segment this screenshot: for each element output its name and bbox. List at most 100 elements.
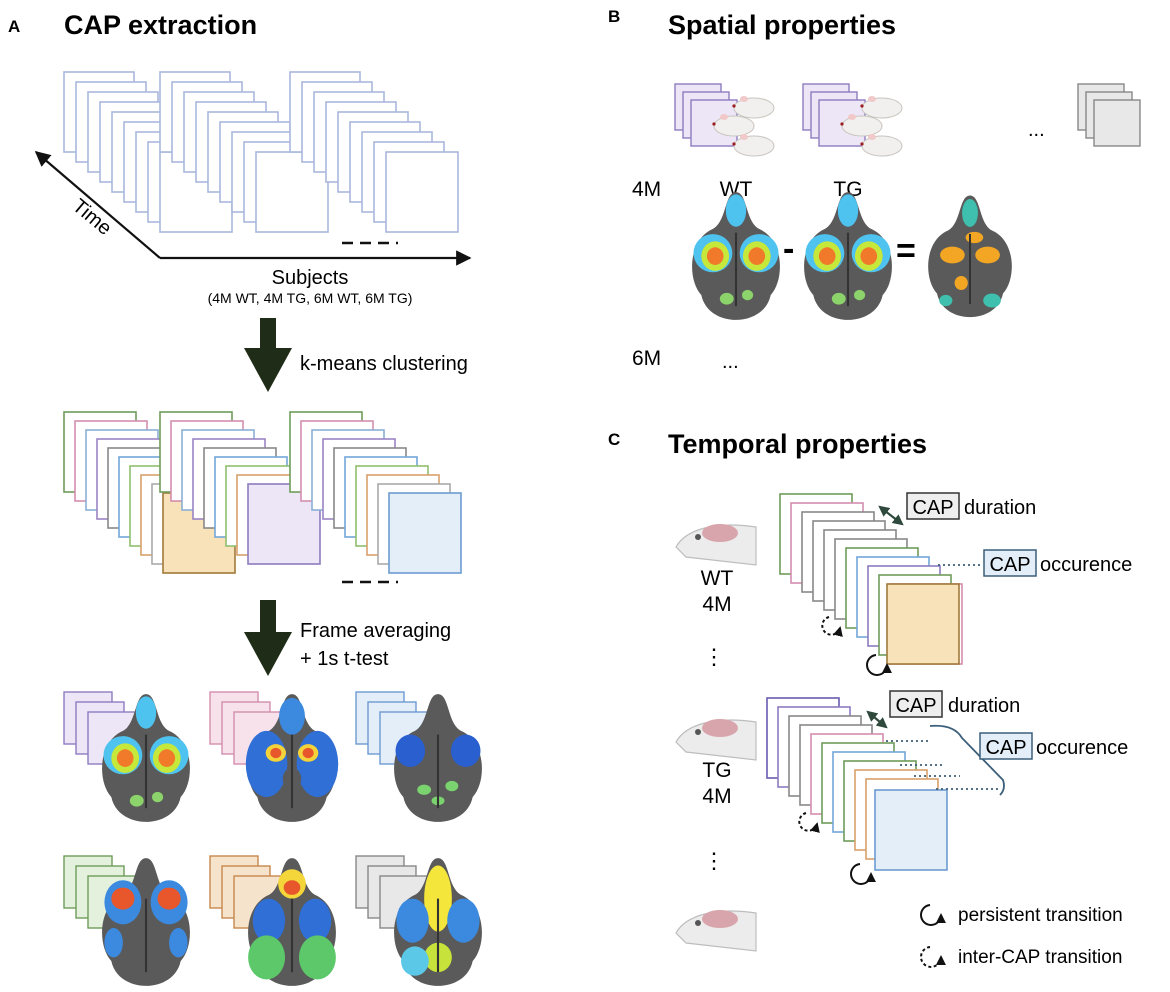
- activation-blob: [245, 730, 288, 798]
- activation-blob: [169, 928, 188, 958]
- wt-cap-duration-cap: CAP: [912, 497, 953, 519]
- brain-overlay: [702, 910, 738, 928]
- activation-blob: [975, 246, 1000, 264]
- rat-eye: [732, 142, 736, 146]
- mouse-eye: [695, 729, 701, 735]
- activation-blob: [962, 199, 978, 227]
- tg-persistent-transition-loop: [850, 863, 876, 885]
- time-axis-arrow: [34, 150, 161, 259]
- legend-persistent-label: persistent transition: [958, 905, 1123, 926]
- down-arrow-1: [244, 318, 292, 392]
- rat-eye: [712, 122, 716, 126]
- mouse-icons: [675, 524, 757, 952]
- activation-blob: [939, 294, 953, 307]
- cap-brain-map: [245, 694, 339, 822]
- panel-c-title: Temporal properties: [668, 429, 927, 459]
- tg-duration-arrow: [866, 710, 888, 729]
- group-tg-label: TG: [833, 178, 862, 201]
- tg-inter-transition-loop: [798, 812, 820, 834]
- activation-blob: [111, 887, 135, 910]
- wt-inter-transition-loop: [821, 616, 843, 638]
- wt-cap-duration-box: [906, 492, 960, 520]
- tg-occurence-leaders: [886, 740, 1000, 790]
- rat-ear: [720, 114, 728, 120]
- mouse-head-icon: [675, 719, 757, 761]
- tg-cap-duration-cap: CAP: [895, 695, 936, 717]
- wt-persistent-transition-loop: [866, 654, 892, 676]
- activation-blob: [401, 946, 429, 976]
- cap-brain-map: [102, 694, 190, 822]
- tg-cap-duration-box: [889, 690, 943, 718]
- tg-age-label: 4M: [702, 785, 731, 808]
- activation-blob: [296, 730, 339, 798]
- panel-a-title: CAP extraction: [64, 10, 257, 40]
- activation-blob: [298, 935, 336, 980]
- cap-brain-map: [394, 858, 482, 986]
- vdots-1: ⋮: [703, 644, 725, 669]
- activation-blob: [135, 696, 157, 729]
- equals-sign: =: [896, 232, 916, 270]
- activation-blob: [742, 289, 754, 301]
- legend-inter-label: inter-CAP transition: [958, 947, 1122, 968]
- subjects-detail-label: (4M WT, 4M TG, 6M WT, 6M TG): [208, 290, 413, 306]
- tg-group-label: TG: [702, 759, 731, 782]
- activation-blob: [417, 784, 432, 795]
- rat-icon: [860, 96, 903, 119]
- rat-ear: [868, 134, 876, 140]
- spatial-brain-maps: [692, 192, 1012, 320]
- rat-ear: [740, 134, 748, 140]
- down-arrow-2: [244, 600, 292, 676]
- activation-blob: [818, 247, 836, 265]
- spatial-ellipsis: ...: [1028, 119, 1045, 141]
- wt-cap-occurence-box: [983, 549, 1037, 577]
- rat-icon: [732, 96, 775, 119]
- tg-cap-frame: [874, 789, 948, 871]
- rat-body: [861, 97, 903, 119]
- step-averaging-label: Frame averaging: [300, 620, 451, 642]
- rat-ear: [868, 96, 876, 102]
- mouse-head-icon: [675, 524, 757, 566]
- rat-eye: [860, 104, 864, 108]
- frame-stacks: [63, 71, 459, 233]
- tg-cap-occurence-cap: CAP: [985, 737, 1026, 759]
- activation-blob: [158, 749, 176, 767]
- rat-body: [733, 135, 775, 157]
- frame-icon: [1093, 99, 1141, 147]
- activation-blob: [860, 247, 878, 265]
- rat-icon: [732, 134, 775, 157]
- activation-blob: [104, 928, 123, 958]
- wt-age-label: 4M: [702, 593, 731, 616]
- rat-ear: [740, 96, 748, 102]
- rat-icon: [860, 134, 903, 157]
- mouse-head-icon: [675, 910, 757, 952]
- activation-blob: [837, 194, 859, 227]
- rat-eye: [732, 104, 736, 108]
- rat-body: [713, 115, 755, 137]
- row-6m-label: 6M: [632, 347, 661, 370]
- rat-body: [841, 115, 883, 137]
- cap-frame-stacks: [63, 411, 462, 574]
- activation-blob: [447, 898, 480, 943]
- activation-blob: [157, 887, 181, 910]
- activation-blob: [248, 935, 286, 980]
- rat-ear: [848, 114, 856, 120]
- minus-sign: -: [783, 230, 794, 268]
- cap-brain-map: [102, 858, 190, 986]
- activation-blob: [152, 791, 164, 803]
- panel-b-title: Spatial properties: [668, 10, 896, 40]
- activation-blob: [302, 747, 314, 759]
- activation-blob: [983, 293, 1001, 308]
- wt-duration-label: duration: [964, 497, 1036, 519]
- activation-blob: [748, 247, 766, 265]
- cap-brain-map: [394, 694, 482, 822]
- tg-brain-map: [804, 192, 892, 320]
- activation-blob: [854, 289, 866, 301]
- spatial-group-icons: [674, 83, 1141, 157]
- activation-blob: [450, 734, 481, 767]
- panel-b-letter: B: [608, 7, 620, 26]
- tg-cap-occurence-box: [979, 732, 1033, 760]
- cap-frame: [388, 492, 462, 574]
- frame: [255, 151, 329, 233]
- rat-icon: [840, 114, 883, 137]
